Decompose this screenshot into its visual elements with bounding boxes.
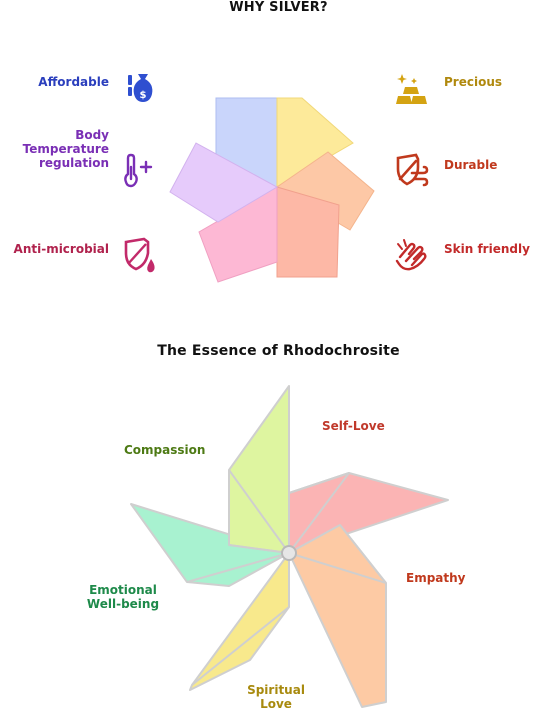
- label-spiritual-love: Spiritual Love: [226, 683, 326, 711]
- label-anti-microbial: Anti-microbial: [13, 242, 109, 256]
- label-emotional-wellbeing: Emotional Well-being: [70, 583, 176, 611]
- gold-bars-icon: [396, 74, 427, 104]
- diagram1-title: WHY SILVER?: [229, 0, 328, 15]
- shield-drop-icon: [124, 237, 155, 273]
- petal-purple: [169, 142, 279, 223]
- label-skin-friendly: Skin friendly: [444, 242, 530, 256]
- diagram2-title: The Essence of Rhodochrosite: [157, 343, 400, 359]
- thermometer-icon: [124, 153, 153, 188]
- blade-empathy: [288, 524, 387, 708]
- label-durable: Durable: [444, 158, 498, 172]
- silver-pinwheel: [169, 97, 375, 283]
- label-spiritual-line2: Love: [260, 697, 292, 711]
- label-body-temperature: Body Temperature regulation: [22, 128, 109, 170]
- label-empathy: Empathy: [406, 571, 466, 585]
- rhodochrosite-pinwheel: [130, 385, 449, 708]
- money-bag-icon: $: [128, 74, 153, 102]
- label-emotional-line2: Well-being: [86, 597, 160, 611]
- label-affordable: Affordable: [38, 75, 109, 89]
- blade-compassion: [228, 385, 290, 554]
- label-precious: Precious: [444, 75, 503, 89]
- petal-yellow: [276, 97, 354, 188]
- label-emotional-line1: Emotional: [89, 583, 157, 597]
- label-compassion: Compassion: [124, 443, 206, 457]
- svg-text:$: $: [140, 90, 147, 101]
- pinwheel-hub: [281, 545, 297, 561]
- hand-icon: [395, 239, 427, 271]
- shield-wind-icon: [396, 153, 429, 187]
- label-self-love: Self-Love: [322, 419, 385, 433]
- label-spiritual-line1: Spiritual: [247, 683, 305, 697]
